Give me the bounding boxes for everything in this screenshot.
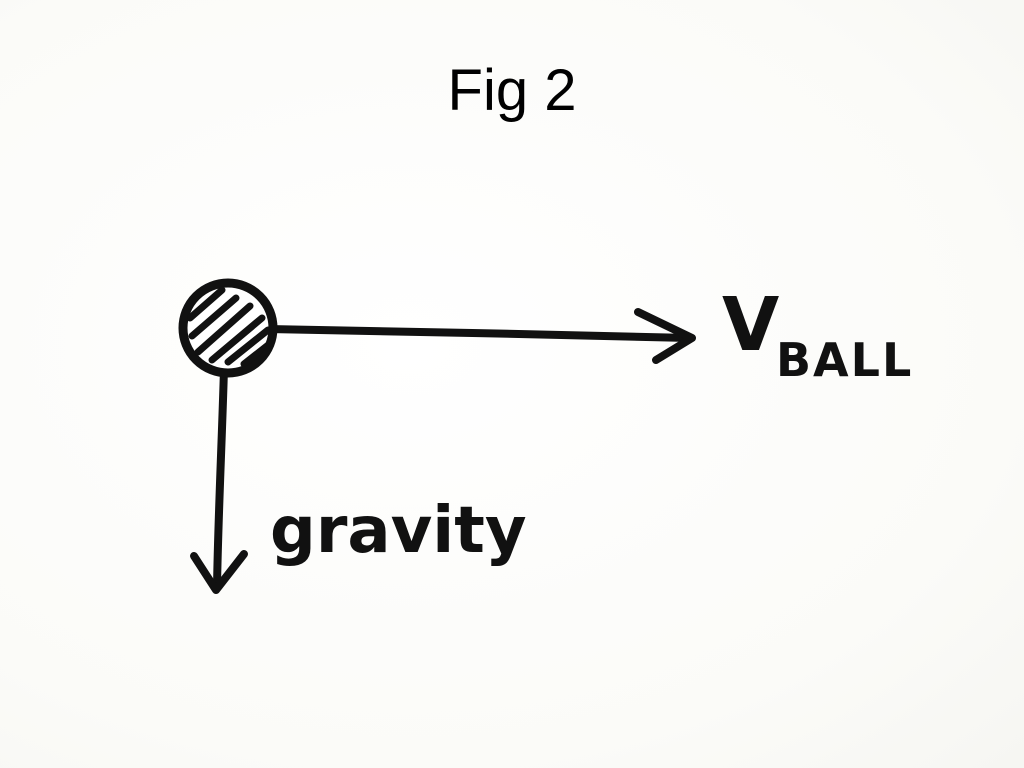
velocity-label-subscript: BALL bbox=[776, 333, 913, 387]
velocity-arrow-shaft bbox=[264, 325, 694, 342]
gravity-arrow-head bbox=[190, 550, 248, 594]
gravity-label: gravity bbox=[270, 494, 527, 568]
velocity-label-main: V bbox=[722, 282, 779, 368]
ball bbox=[178, 278, 278, 378]
gravity-arrow-shaft bbox=[213, 364, 228, 592]
figure-title: Fig 2 bbox=[447, 58, 577, 123]
velocity-arrow-head bbox=[634, 308, 696, 364]
